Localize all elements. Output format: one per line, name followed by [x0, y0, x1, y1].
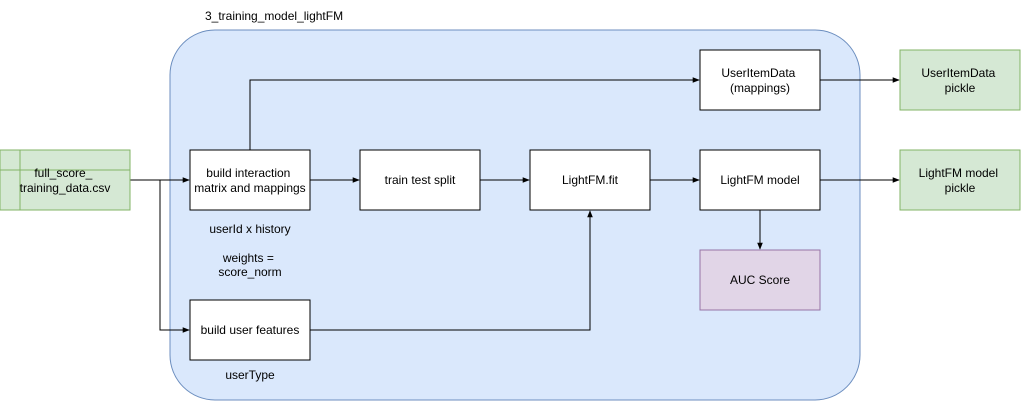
node-user-item-pickle: UserItemData pickle: [899, 49, 1021, 111]
node-user-item-data: UserItemData (mappings): [699, 49, 821, 111]
user-item-data-label-line1: UserItemData: [721, 66, 795, 80]
lightfm-model-label: LightFM model: [720, 173, 799, 187]
input-data-label-line1: full_score_: [34, 166, 92, 180]
svg-text:UserItemData (mappings): UserItemData (mappings): [721, 66, 798, 95]
build-interaction-label-line1: build interaction: [206, 166, 290, 180]
user-item-pickle-label-line2: pickle: [945, 81, 976, 95]
train-test-split-label: train test split: [385, 173, 456, 187]
svg-text:build interaction matrix: build interaction matrix and mappings: [194, 166, 305, 195]
node-build-interaction: build interaction matrix and mappings: [189, 149, 311, 211]
container-title: 3_training_model_lightFM: [205, 9, 343, 23]
interaction-note: userId x history: [209, 222, 290, 236]
node-auc-score: AUC Score: [699, 249, 821, 311]
training-container: 3_training_model_lightFM: [169, 9, 861, 401]
edge-build-user-features-to-lightfm-fit: [310, 210, 593, 331]
user-type-note: userType: [225, 368, 275, 382]
svg-text:full_score_ training_dat: full_score_ training_data.csv: [20, 166, 111, 195]
node-model-pickle: LightFM model pickle: [899, 149, 1021, 211]
node-input-data: full_score_ training_data.csv: [0, 149, 131, 211]
annotations: userId x history weights = score_norm us…: [209, 222, 290, 382]
lightfm-fit-label: LightFM.fit: [562, 173, 619, 187]
auc-score-label: AUC Score: [730, 273, 790, 287]
build-interaction-label-line2: matrix and mappings: [194, 181, 305, 195]
edge-build-interaction-to-user-item-data: [249, 77, 700, 150]
node-build-user-features: build user features: [189, 299, 311, 361]
user-item-pickle-label-line1: UserItemData: [921, 66, 995, 80]
svg-text:weights = score_norm: weights = score_norm: [218, 251, 281, 279]
user-item-data-label-line2: (mappings): [730, 81, 790, 95]
node-lightfm-model: LightFM model: [699, 149, 821, 211]
edge-input-to-build-user-features: [159, 180, 190, 333]
edges: [130, 77, 900, 333]
build-user-features-label: build user features: [201, 323, 300, 337]
container-background: [169, 29, 861, 401]
svg-text:LightFM model pickle: LightFM model pickle: [919, 166, 1002, 195]
node-train-test-split: train test split: [359, 149, 481, 211]
node-lightfm-fit: LightFM.fit: [529, 149, 651, 211]
input-data-label-line2: training_data.csv: [20, 181, 111, 195]
weights-note-line2: score_norm: [218, 265, 281, 279]
weights-note-line1: weights =: [222, 251, 274, 265]
model-pickle-label-line2: pickle: [945, 181, 976, 195]
model-pickle-label-line1: LightFM model: [919, 166, 998, 180]
svg-text:UserItemData pickle: UserItemData pickle: [921, 66, 998, 95]
